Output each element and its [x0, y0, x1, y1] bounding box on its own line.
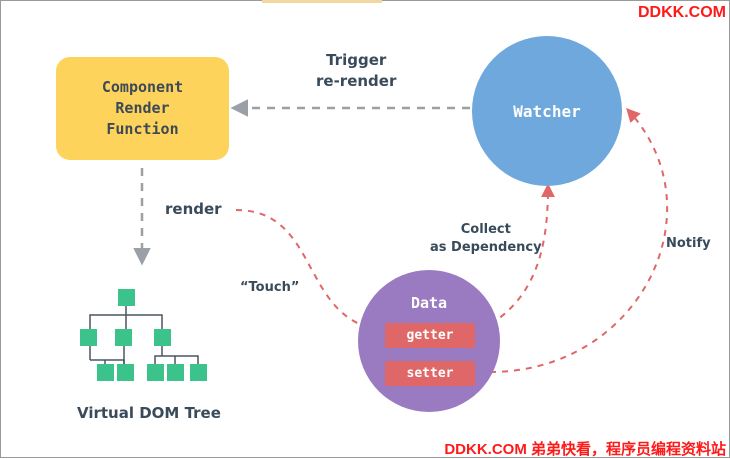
virtual-dom-tree-label: Virtual DOM Tree [77, 404, 221, 422]
notify-label: Notify [666, 236, 711, 251]
tree-node-l2-e [190, 364, 207, 381]
tree-node-l2-b [117, 364, 134, 381]
setter-label: setter [406, 366, 454, 381]
tree-node-l2-a [97, 364, 114, 381]
trigger-line-1: Trigger [326, 51, 387, 69]
crf-line-1: Component [101, 78, 184, 96]
watcher-label: Watcher [513, 101, 581, 121]
arrow-touch [235, 209, 383, 336]
watermark-top: DDKK.COM [638, 4, 726, 21]
tree-node-l1-c [154, 329, 171, 346]
trigger-line-2: re-render [316, 72, 397, 90]
setter-pill: setter [385, 361, 475, 386]
watcher-node: Watcher [472, 36, 622, 186]
watermark-bottom: DDKK.COM 弟弟快看，程序员编程资料站 [444, 441, 726, 458]
render-label: render [165, 200, 222, 218]
component-render-function-box: Component Render Function [56, 57, 229, 160]
tree-node-l1-a [80, 329, 97, 346]
crf-line-3: Function [106, 120, 179, 138]
tree-node-root [118, 289, 135, 306]
crf-line-2: Render [115, 99, 170, 117]
tree-node-l2-d [167, 364, 184, 381]
collect-dependency-label: Collect as Dependency [430, 221, 542, 257]
tree-node-l2-c [147, 364, 164, 381]
data-title: Data [410, 294, 448, 312]
tree-nodes [80, 289, 207, 381]
touch-label: “Touch” [240, 280, 300, 295]
collect-line-1: Collect [460, 222, 511, 237]
getter-label: getter [406, 328, 454, 343]
tree-node-l1-b [115, 329, 132, 346]
collect-line-2: as Dependency [430, 240, 542, 255]
top-accent-bar [262, 0, 382, 3]
trigger-rerender-label: Trigger re-render [316, 50, 396, 92]
arrow-collect-dependency [479, 183, 555, 331]
arrow-notify [489, 107, 668, 373]
tree-edges [89, 305, 199, 366]
getter-pill: getter [385, 323, 475, 348]
